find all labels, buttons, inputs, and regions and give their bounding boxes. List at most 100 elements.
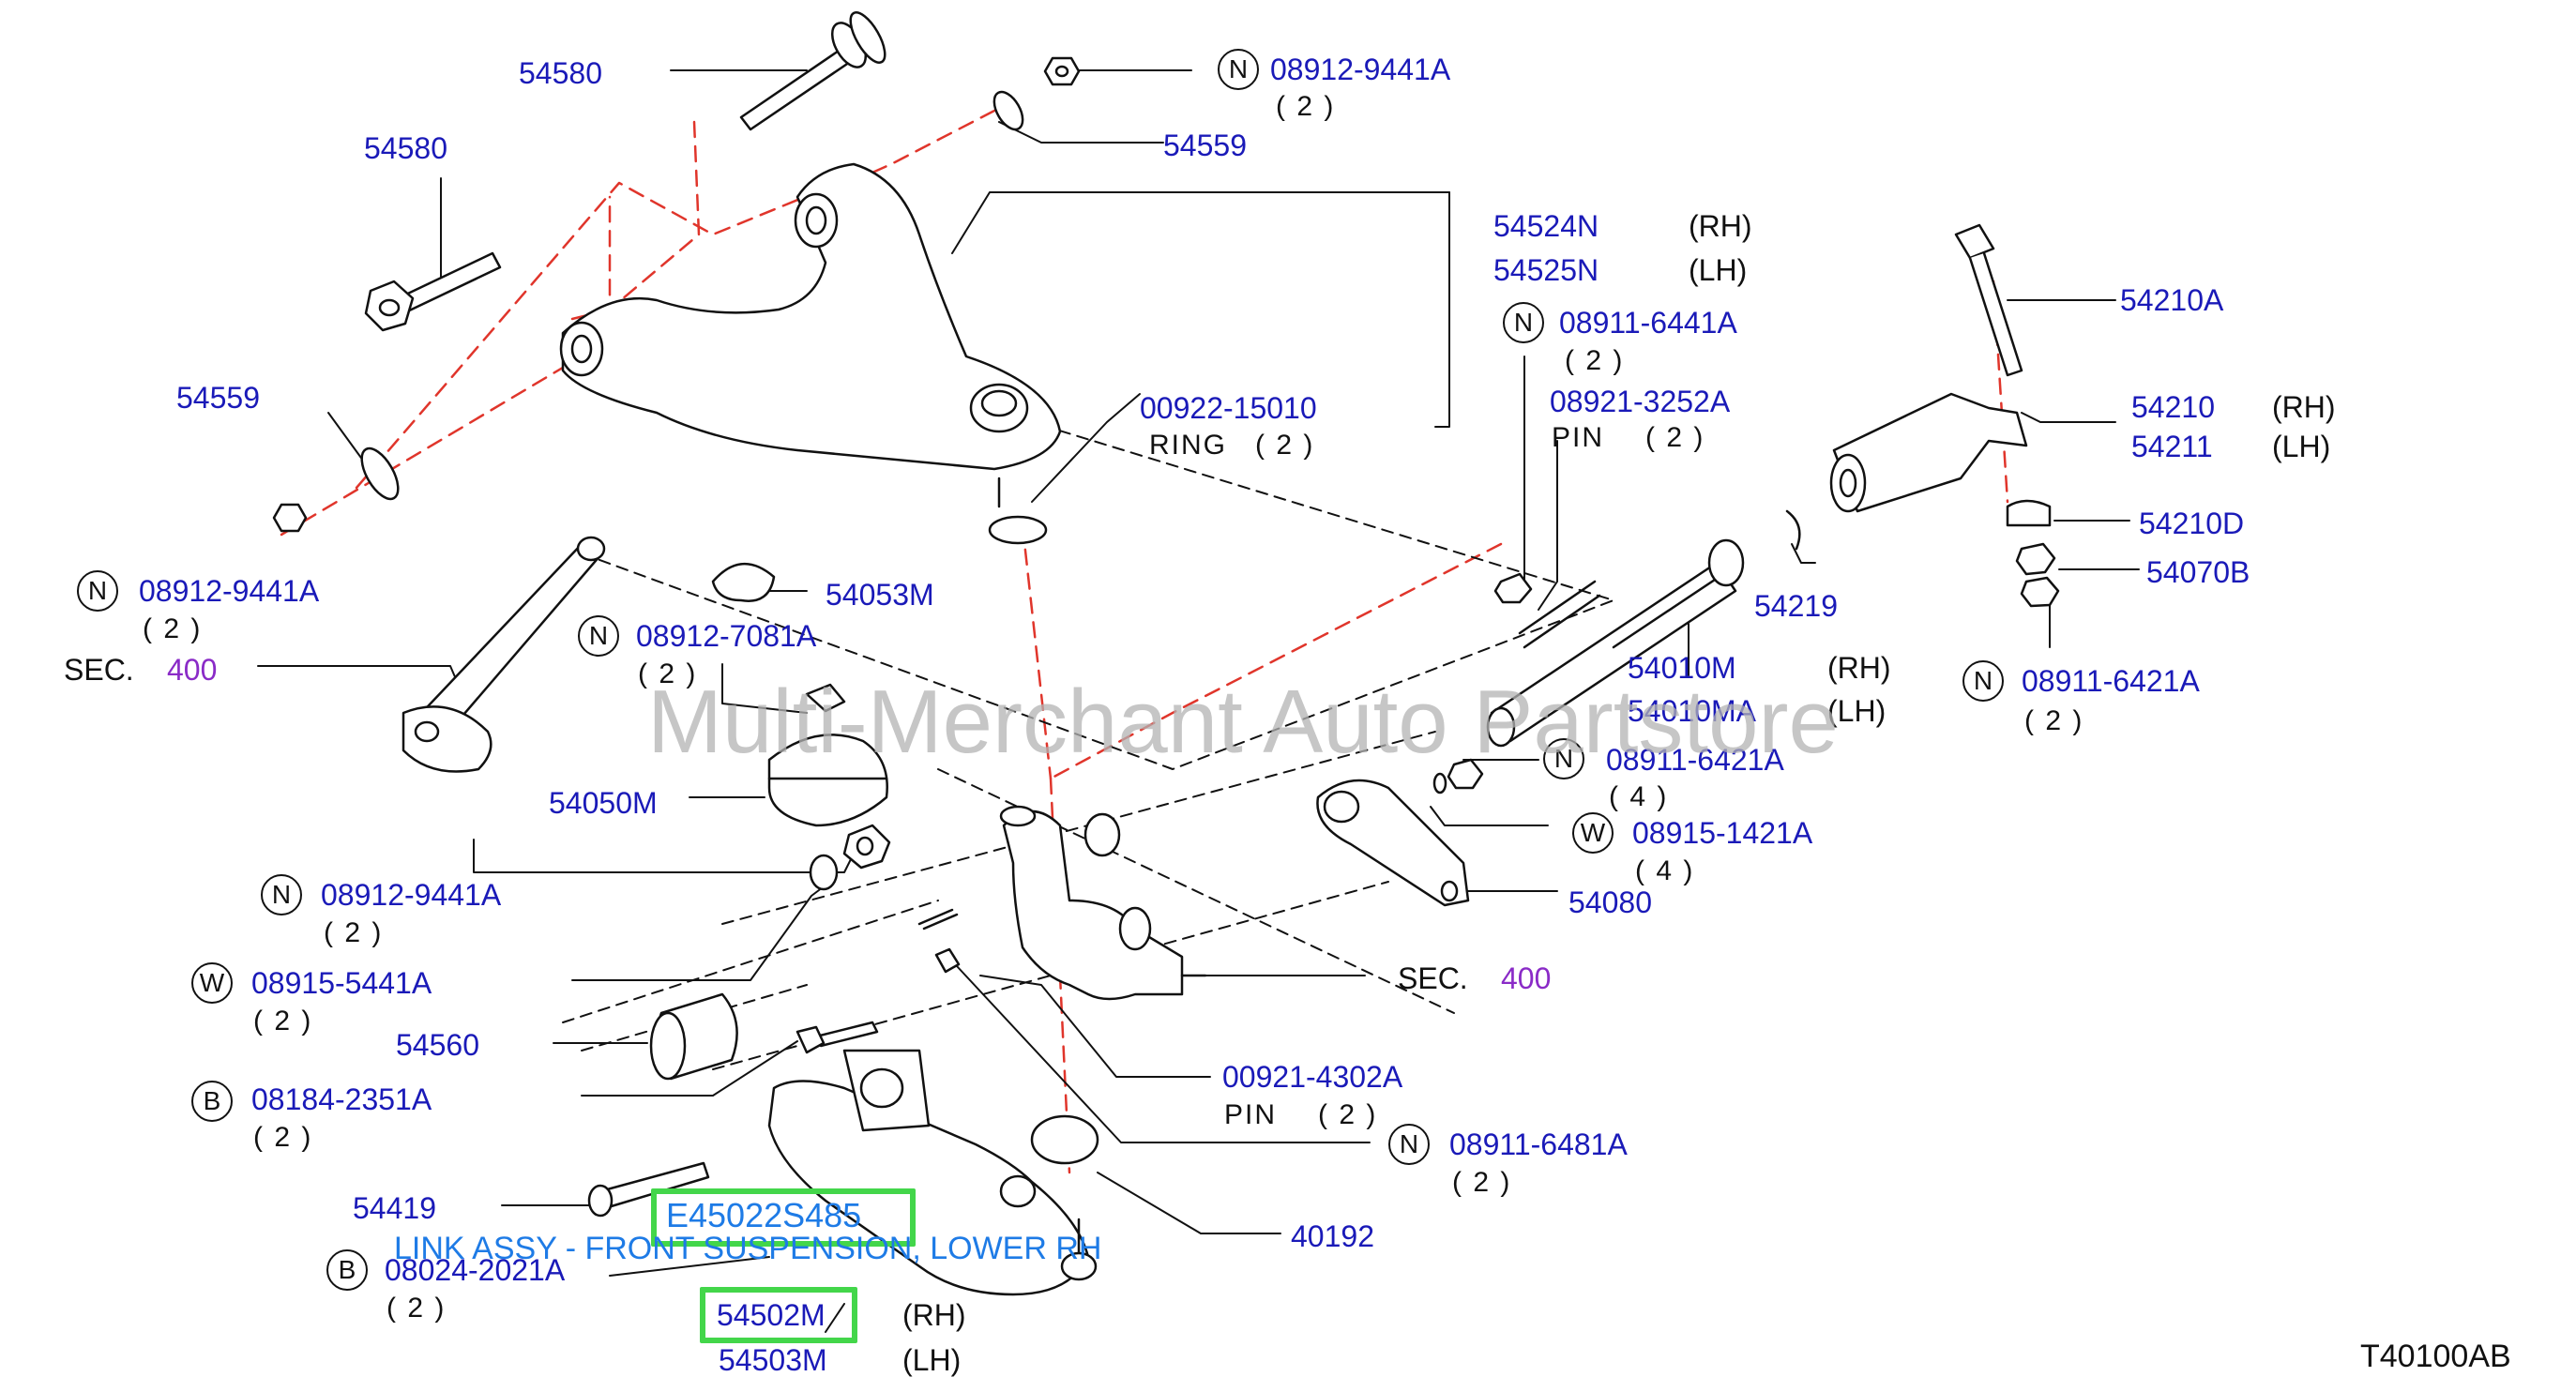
label-54210A[interactable]: 54210A [2120,283,2224,317]
label-08912-9441A-mid[interactable]: 08912-9441A [321,878,502,912]
sec-label: SEC. [1398,961,1468,995]
bolt-54419 [587,1161,710,1218]
n-marker: N [1388,1124,1430,1165]
label-00921-4302A[interactable]: 00921-4302A [1222,1060,1403,1094]
qty-label: ( 2 ) [638,658,698,689]
label-08921-3252A[interactable]: 08921-3252A [1550,385,1731,418]
pin-label: PIN [1552,422,1605,453]
b-marker: B [326,1249,368,1291]
lh-tag: (LH) [1689,253,1748,287]
label-54419[interactable]: 54419 [353,1191,436,1225]
anchor-nuts [2006,499,2060,608]
bumper-54050M [767,683,888,827]
label-08912-7081A[interactable]: 08912-7081A [636,619,817,653]
label-54219[interactable]: 54219 [1754,589,1838,623]
torsion-bar-anchor [1316,779,1470,907]
centerline-red [280,109,2009,1174]
label-54560[interactable]: 54560 [396,1028,479,1062]
anchor-arm-54210 [1829,392,2028,513]
qty-label: ( 4 ) [1609,781,1669,812]
label-08915-5441A[interactable]: 08915-5441A [251,966,432,1000]
lh-tag: (LH) [2272,430,2331,463]
label-54524N[interactable]: 54524N [1493,209,1599,243]
upper-arm [559,162,1062,545]
label-54502M[interactable]: 54502M [717,1298,826,1332]
tension-rod [402,536,606,773]
label-54053M[interactable]: 54053M [826,578,934,612]
label-08911-6421A-a[interactable]: 08911-6421A [1606,743,1784,777]
leader-lines [257,69,2140,1333]
lh-tag: (LH) [902,1343,962,1377]
label-54580-top[interactable]: 54580 [519,56,602,90]
rh-tag: (RH) [1689,209,1752,243]
n-marker: N [578,615,619,657]
qty-label: ( 2 ) [324,917,384,948]
bolt-54580-top [739,11,886,131]
qty-label: ( 2 ) [253,1122,313,1153]
qty-label: ( 2 ) [1318,1099,1378,1130]
label-08911-6441A[interactable]: 08911-6441A [1559,306,1737,340]
washer-54559-left [272,446,400,533]
bolt-08184 [796,1021,879,1054]
qty-label: ( 4 ) [1635,855,1695,886]
label-40192[interactable]: 40192 [1291,1219,1374,1253]
n-marker: N [1503,302,1544,343]
rh-tag: (RH) [1827,651,1891,685]
qty-label: ( 2 ) [1645,422,1705,453]
w-marker: W [191,962,233,1004]
rh-tag: (RH) [902,1298,966,1332]
qty-label: ( 2 ) [1452,1167,1512,1198]
n-marker: N [1218,49,1259,90]
bushing-54560 [649,992,738,1081]
highlight-part-code[interactable]: E45022S485 [666,1196,862,1234]
highlight-box-54502M [700,1287,857,1343]
label-54210[interactable]: 54210 [2131,390,2215,424]
label-08912-9441A-left[interactable]: 08912-9441A [139,574,320,608]
label-08184-2351A[interactable]: 08184-2351A [251,1082,432,1116]
label-54070B[interactable]: 54070B [2146,555,2250,589]
qty-label: ( 2 ) [386,1293,447,1324]
lower-link [767,1049,1099,1296]
b-marker: B [191,1081,233,1122]
label-54580-left[interactable]: 54580 [364,131,447,165]
label-08024-2021A[interactable]: 08024-2021A [385,1253,566,1287]
label-54050M[interactable]: 54050M [549,786,658,820]
label-08911-6421A-b[interactable]: 08911-6421A [2022,664,2200,698]
label-54503M[interactable]: 54503M [719,1343,827,1377]
n-marker: N [261,874,302,915]
label-08911-6481A[interactable]: 08911-6481A [1449,1127,1628,1161]
n-marker: N [1962,660,2004,702]
label-08915-1421A[interactable]: 08915-1421A [1632,816,1813,850]
label-54210D[interactable]: 54210D [2139,507,2245,540]
label-54010MA[interactable]: 54010MA [1628,694,1756,728]
bolt-54580-left [364,251,502,332]
qty-label: ( 2 ) [253,1006,313,1036]
knuckle [999,805,1207,1001]
watermark: Multi-Merchant Auto Partstore [647,672,1839,772]
n-marker: N [77,570,118,612]
label-54080[interactable]: 54080 [1568,885,1652,919]
nut-08912-top [993,56,1081,131]
nut-washer-54080 [1432,758,1484,794]
label-54559-left[interactable]: 54559 [176,381,260,415]
qty-label: ( 2 ) [1255,430,1315,461]
label-54525N[interactable]: 54525N [1493,253,1599,287]
sec-number[interactable]: 400 [1501,961,1552,995]
label-08912-9441A-top[interactable]: 08912-9441A [1270,53,1451,86]
washer-set [809,824,891,891]
label-00922-15010[interactable]: 00922-15010 [1140,391,1317,425]
diagram-code: T40100AB [2360,1339,2511,1374]
sec-number[interactable]: 400 [167,653,218,687]
label-54559-top[interactable]: 54559 [1163,129,1247,162]
label-54211[interactable]: 54211 [2131,430,2213,463]
pin-label: PIN [1224,1099,1278,1130]
qty-label: ( 2 ) [1276,91,1336,122]
cotter-pin [917,908,961,974]
qty-label: ( 2 ) [143,613,203,644]
qty-label: ( 2 ) [2024,705,2084,736]
highlight-description: LINK ASSY - FRONT SUSPENSION, LOWER RH [394,1231,1102,1266]
w-marker: W [1572,812,1614,854]
label-54010M[interactable]: 54010M [1628,651,1736,685]
